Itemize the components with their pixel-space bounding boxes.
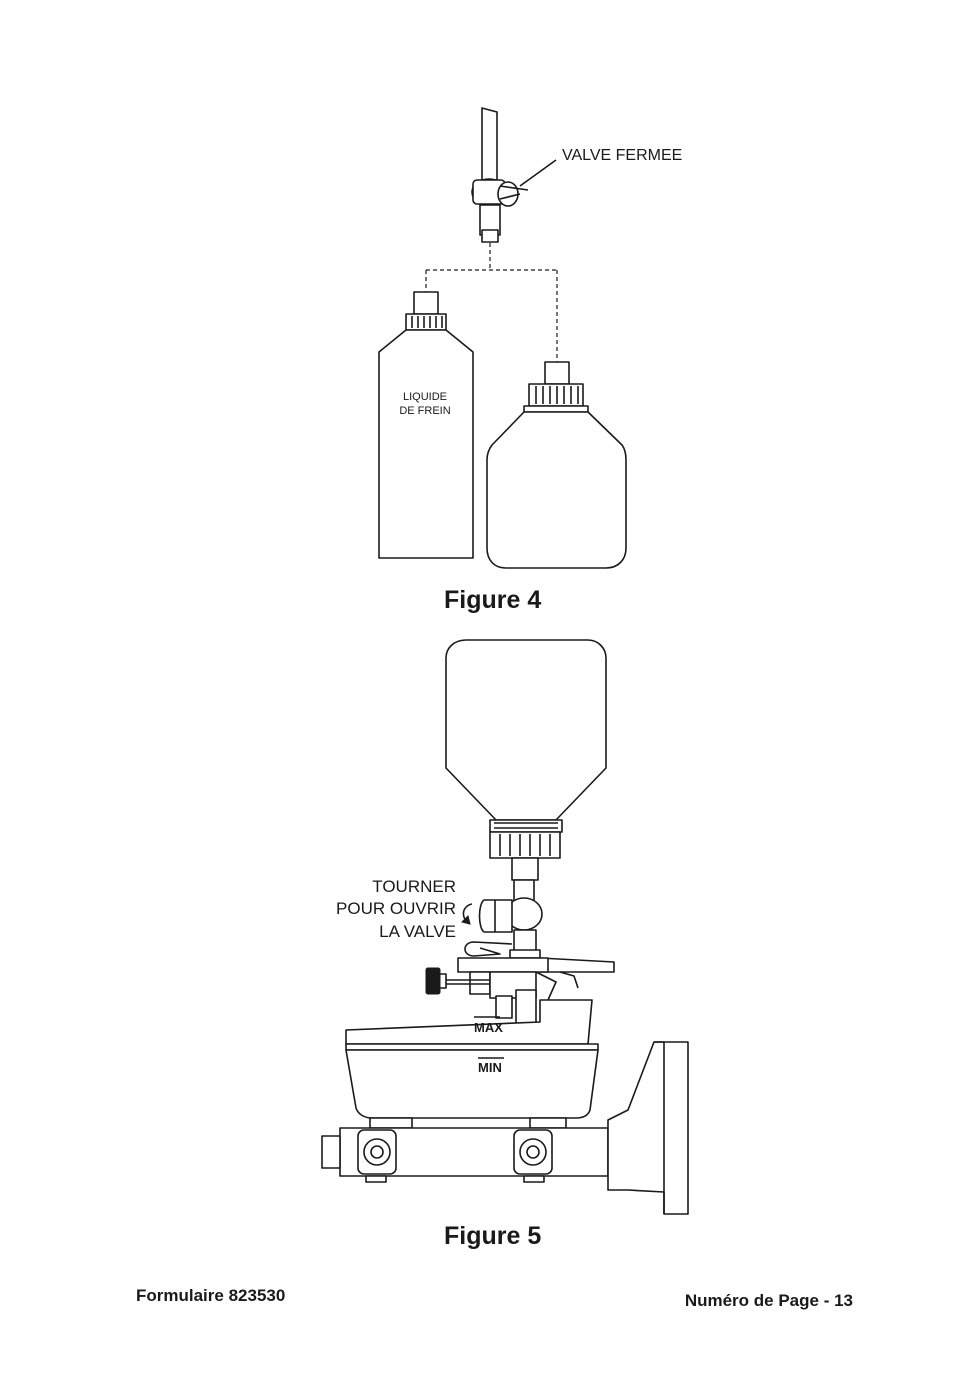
master-cylinder-reservoir [345,999,599,1119]
figure-4-caption: Figure 4 [444,586,542,614]
figure-5-illustration: MAX MIN TOURNER POUR OUVRIR LA VALVE [321,639,689,1215]
dashed-hose-path [425,243,558,362]
master-cylinder-body [321,1117,609,1183]
bottle-label-line-1: LIQUIDE [403,391,447,403]
hitch-pin-clip [464,941,513,957]
adapter-clamp [425,957,615,1025]
instruction-line-2: POUR OUVRIR [336,899,456,918]
refill-jug [486,361,627,569]
valve-assembly [478,879,543,959]
valve-leader-line [519,159,557,187]
inverted-refill-jug [445,639,607,881]
closed-valve [471,178,529,243]
min-level-mark: MIN [478,1060,502,1075]
figure-5-caption: Figure 5 [444,1222,542,1250]
bottle-label-line-2: DE FREIN [399,405,450,417]
max-level-mark: MAX [474,1020,503,1035]
valve-fermee-label: VALVE FERMEE [562,147,682,164]
instruction-line-1: TOURNER [372,877,456,896]
form-number: Formulaire 823530 [136,1286,286,1305]
brake-fluid-bottle [378,291,474,559]
figure-4-illustration: VALVE FERMEE LIQUIDE DE FREIN [378,107,682,569]
instruction-line-3: LA VALVE [379,922,456,941]
page-number: Numéro de Page - 13 [684,1291,853,1310]
rotate-arrow-icon [461,903,473,925]
brake-booster-mount [607,1041,689,1215]
